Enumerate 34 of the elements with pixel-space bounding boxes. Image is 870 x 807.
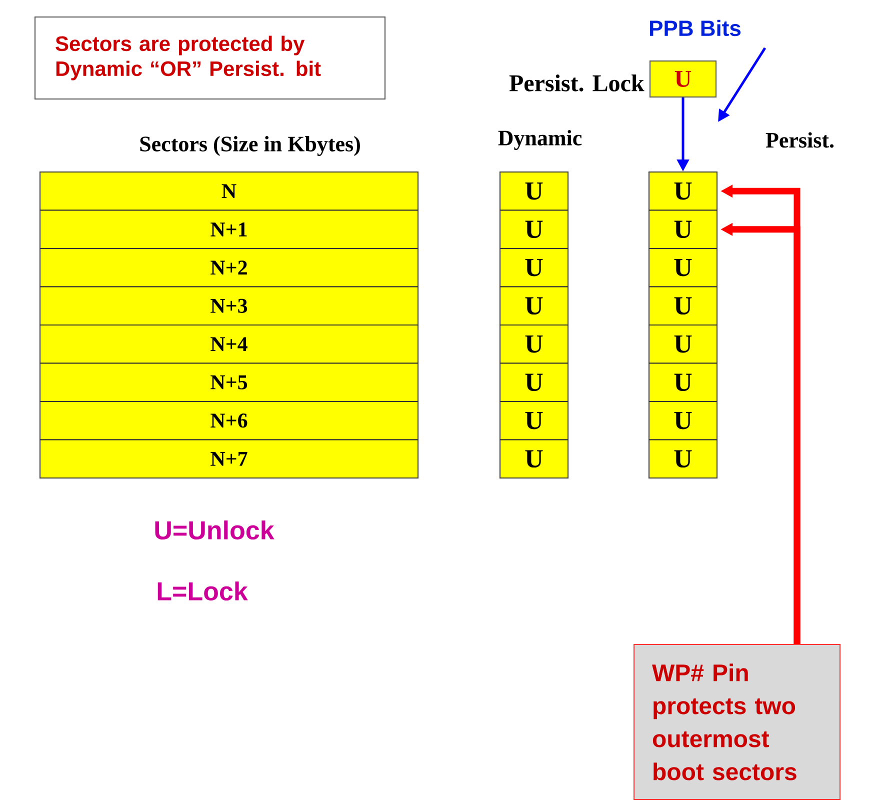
- bit-box: U: [648, 400, 718, 440]
- bit-box: U: [500, 210, 568, 250]
- legend-text: L=Lock: [158, 581, 248, 601]
- sector-box: N+1: [40, 210, 418, 250]
- bit-box: U: [500, 362, 568, 402]
- bit-box: U: [648, 248, 718, 288]
- sector-box: N+6: [40, 400, 418, 440]
- bit-box: U: [500, 171, 568, 211]
- bit-box: U: [648, 286, 718, 326]
- note-box: Sectors are protected by Dynamic “OR” Persist. bit: [34, 16, 386, 100]
- callout-box: WP# Pin protects two outermost boot sectors: [634, 644, 840, 800]
- bit-box: U: [500, 248, 568, 288]
- bit-box: U: [500, 286, 568, 326]
- lock-bit-box: U: [650, 60, 716, 98]
- bit-label: Persist. Lock: [509, 74, 644, 92]
- bit-box: U: [648, 210, 718, 250]
- bit-box: U: [500, 439, 568, 479]
- column-heading: Dynamic: [498, 130, 582, 150]
- column-heading: Sectors (Size in Kbytes): [140, 136, 360, 156]
- sector-box: N+2: [40, 248, 418, 288]
- sector-box: N: [40, 171, 418, 211]
- column-heading: Persist.: [766, 132, 834, 148]
- legend-text: U=Unlock: [155, 520, 274, 540]
- sector-box: N+3: [40, 286, 418, 326]
- bit-box: U: [648, 439, 718, 479]
- sector-box: N+4: [40, 324, 418, 364]
- bit-box: U: [648, 324, 718, 364]
- callout-text: PPB Bits: [650, 20, 741, 36]
- bit-box: U: [648, 171, 718, 211]
- sector-box: N+7: [40, 439, 418, 479]
- bit-box: U: [500, 324, 568, 364]
- bit-box: U: [648, 362, 718, 402]
- sector-box: N+5: [40, 362, 418, 402]
- bit-box: U: [500, 400, 568, 440]
